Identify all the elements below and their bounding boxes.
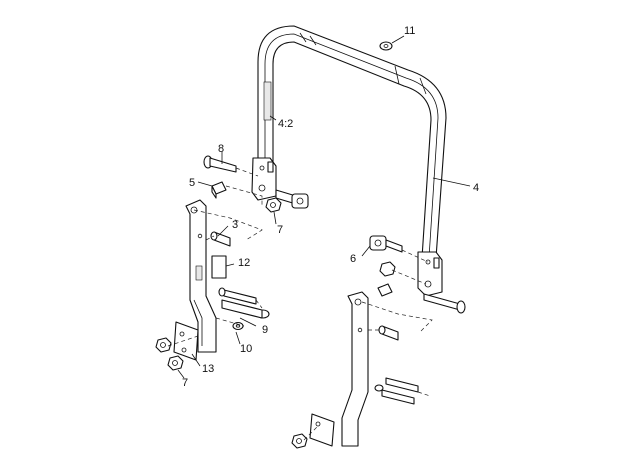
callout-8: 8 [218, 143, 224, 155]
right-hoop-mount-plate [417, 251, 443, 297]
nut-right-upper [379, 261, 396, 277]
washer-11 [379, 41, 393, 51]
callout-4: 4 [473, 182, 479, 194]
roll-bar-decal [263, 81, 272, 121]
callout-5: 5 [189, 177, 195, 189]
pin-assembly-upper [275, 189, 309, 209]
clip-right [377, 283, 393, 297]
callout-10: 10 [240, 343, 252, 355]
bolts-right-lower [374, 377, 419, 405]
callout-6: 6 [350, 253, 356, 265]
callout-3: 3 [232, 219, 238, 231]
bolt-right [423, 293, 466, 314]
mount-plate-right [309, 413, 335, 447]
spacer-right [378, 325, 399, 341]
pin-assembly-6 [369, 235, 403, 253]
callout-labels: 11 4:2 4 8 5 3 7 12 6 9 10 13 7 [182, 25, 479, 389]
clip-5 [211, 181, 227, 199]
decal-12 [211, 255, 227, 279]
callout-12: 12 [238, 257, 250, 269]
callout-7-upper: 7 [277, 224, 283, 236]
left-lower-bracket [185, 199, 217, 353]
spacer-3 [210, 231, 231, 247]
washer-10 [232, 321, 244, 331]
callout-13: 13 [202, 363, 214, 375]
nut-right-lower [291, 433, 308, 449]
callout-7-lower: 7 [182, 377, 188, 389]
right-lower-bracket [341, 291, 369, 447]
mount-plate-13 [173, 321, 199, 361]
bolt-9 [221, 299, 270, 319]
left-hoop-mount-plate [251, 157, 277, 201]
nut-7-lower-a [155, 337, 172, 353]
callout-11: 11 [404, 25, 415, 37]
leader-lines [177, 35, 471, 379]
callout-9: 9 [262, 324, 268, 336]
bracket-decal [195, 265, 203, 281]
bolt-8 [203, 155, 237, 173]
nut-7-lower-b [167, 355, 184, 371]
assembly-lines [167, 167, 433, 441]
roll-bar-hoop [257, 25, 447, 259]
bolt-9b [218, 287, 257, 305]
callout-4-2: 4:2 [278, 118, 293, 130]
nut-7-upper [265, 197, 282, 213]
